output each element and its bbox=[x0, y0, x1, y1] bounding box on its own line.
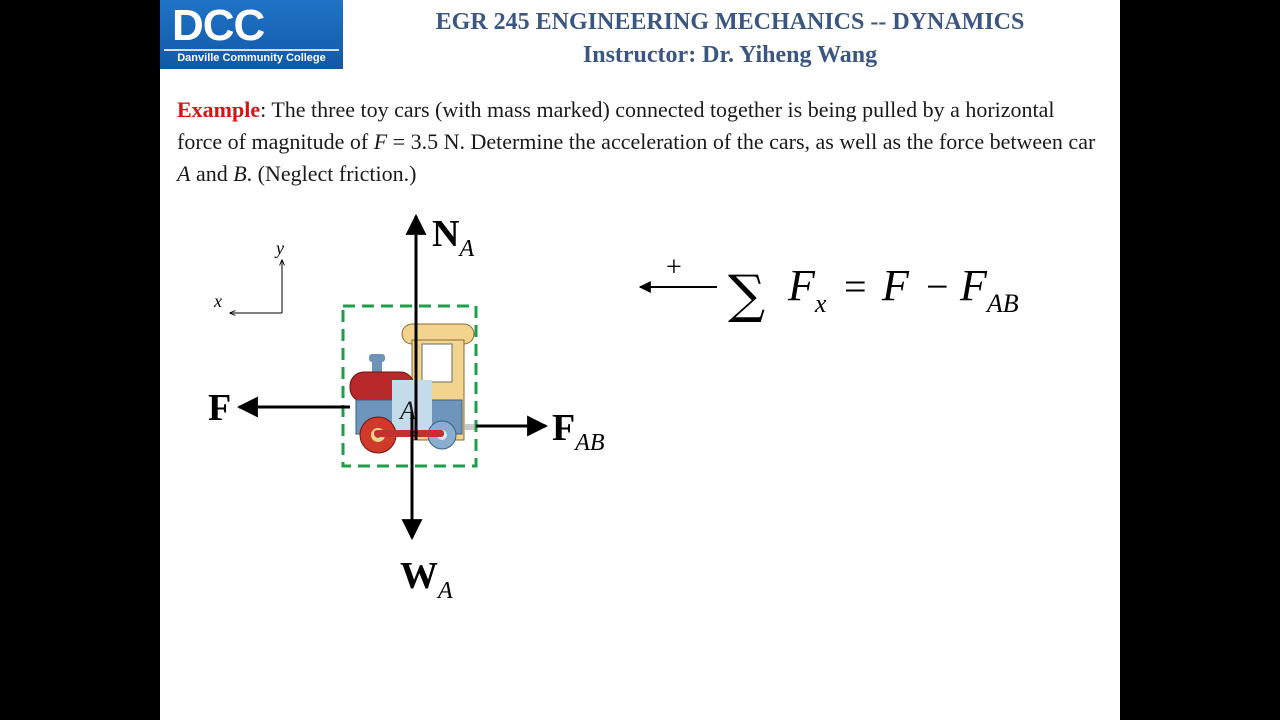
positive-direction-indicator: + bbox=[638, 252, 717, 293]
problem-text-1: : The three toy cars (with mass marked) … bbox=[177, 97, 1055, 154]
car-wheels bbox=[359, 416, 457, 454]
sum-term: Fx bbox=[787, 261, 827, 318]
problem-statement: Example: The three toy cars (with mass m… bbox=[177, 94, 1097, 190]
rhs-force: F bbox=[881, 261, 910, 310]
normal-force-subscript: A bbox=[457, 236, 474, 262]
weight-subscript: A bbox=[436, 578, 453, 604]
logo-abbr: DCC bbox=[172, 1, 265, 50]
sum-subscript: x bbox=[814, 289, 827, 318]
logo-name: Danville Community College bbox=[177, 52, 326, 64]
example-label: Example bbox=[177, 97, 261, 122]
weight-symbol: W bbox=[400, 555, 438, 597]
var-f: F bbox=[373, 129, 388, 154]
fbd-boundary bbox=[341, 304, 478, 468]
course-title: EGR 245 ENGINEERING MECHANICS -- DYNAMIC… bbox=[435, 9, 1025, 35]
axis-y-label: y bbox=[274, 238, 284, 258]
equilibrium-equation: + ∑ Fx = F − FAB bbox=[638, 252, 1019, 325]
weight-label: WA bbox=[400, 555, 453, 604]
var-a: A bbox=[177, 161, 191, 186]
lecture-slide: DCC Danville Community College EGR 245 E… bbox=[160, 0, 1120, 720]
normal-force-label: NA bbox=[432, 213, 474, 262]
coupling-force-subscript: AB bbox=[573, 430, 605, 456]
instructor-line: Instructor: Dr. Yiheng Wang bbox=[582, 42, 878, 68]
dcc-logo: DCC Danville Community College bbox=[160, 0, 343, 69]
slide-header: EGR 245 ENGINEERING MECHANICS -- DYNAMIC… bbox=[350, 6, 1110, 72]
minus-sign: − bbox=[926, 264, 949, 309]
problem-text-2: = 3.5 N. Determine the acceleration of t… bbox=[387, 129, 1096, 154]
free-body-diagram: y x bbox=[208, 213, 605, 604]
rhs-coupling-term: FAB bbox=[959, 261, 1019, 318]
problem-text-3: and bbox=[190, 161, 234, 186]
rhs-coupling-force: F bbox=[959, 261, 988, 310]
problem-text-4: . (Neglect friction.) bbox=[246, 161, 417, 186]
sum-symbol: ∑ bbox=[728, 265, 765, 325]
normal-force-symbol: N bbox=[432, 213, 459, 255]
coordinate-axes: y x bbox=[213, 238, 284, 313]
applied-force-label: F bbox=[208, 387, 231, 429]
var-b: B bbox=[233, 161, 247, 186]
sum-force: F bbox=[787, 261, 816, 310]
coupling-force-label: FAB bbox=[552, 407, 605, 456]
rhs-coupling-subscript: AB bbox=[985, 289, 1019, 318]
equals-sign: = bbox=[844, 264, 867, 309]
coupling-force-symbol: F bbox=[552, 407, 575, 449]
logo-divider bbox=[164, 49, 339, 51]
toy-car-a: A bbox=[349, 323, 475, 454]
axis-x-label: x bbox=[213, 291, 222, 311]
positive-sign: + bbox=[666, 252, 682, 283]
